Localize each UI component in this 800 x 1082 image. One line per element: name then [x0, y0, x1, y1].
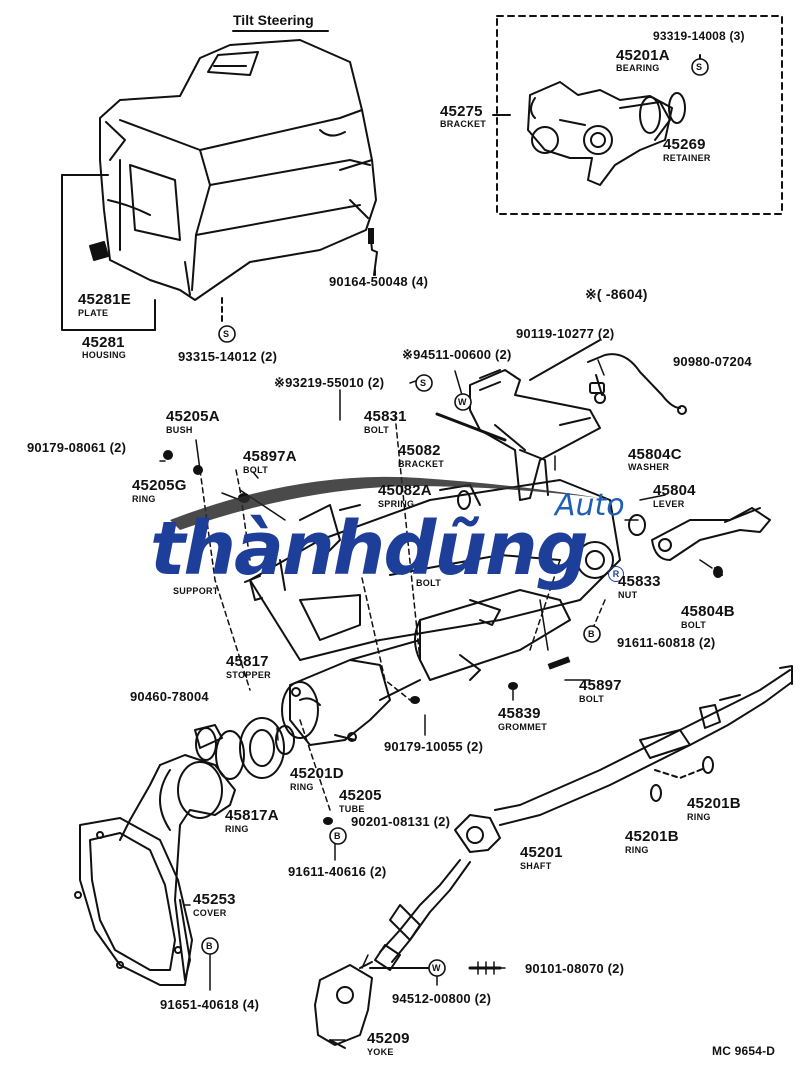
- label-90179a: 90179-08061 (2): [27, 440, 127, 455]
- label-90201: 90201-08131 (2): [351, 814, 451, 829]
- label-45205G: 45205G: [132, 477, 187, 494]
- date-note: ※( -8604): [585, 286, 648, 302]
- label-93315: 93315-14012 (2): [178, 349, 278, 364]
- caption-bearing: BEARING: [616, 63, 660, 73]
- label-45281E: 45281E: [78, 291, 131, 308]
- label-45082: 45082: [398, 442, 441, 459]
- caption-ring-45817A: RING: [225, 824, 249, 834]
- caption-ring-45205G: RING: [132, 494, 156, 504]
- label-90101: 90101-08070 (2): [525, 961, 625, 976]
- caption-spring: SPRING: [378, 499, 415, 509]
- label-45201D: 45201D: [290, 765, 344, 782]
- caption-stopper: STOPPER: [226, 670, 271, 680]
- footer-code: MC 9654-D: [712, 1044, 776, 1058]
- caption-bush: BUSH: [166, 425, 193, 435]
- label-94511: ※94511-00600 (2): [402, 347, 512, 362]
- marker-s-93319: S: [696, 62, 703, 72]
- watermark-accent: Auto: [555, 488, 625, 523]
- label-45831: 45831: [364, 408, 407, 425]
- inset-bracket: [527, 81, 686, 186]
- marker-b-91611a: B: [588, 629, 595, 639]
- watermark-brand: thànhdũng: [150, 506, 589, 592]
- label-45281: 45281: [82, 334, 125, 351]
- label-90460: 90460-78004: [130, 689, 209, 704]
- label-45804C: 45804C: [628, 446, 682, 463]
- label-45897A: 45897A: [243, 448, 297, 465]
- caption-lever: LEVER: [653, 499, 685, 509]
- caption-bracket-45082: BRACKET: [398, 459, 445, 469]
- caption-cover: COVER: [193, 908, 227, 918]
- caption-bolt-mid: BOLT: [416, 578, 442, 588]
- caption-retainer: RETAINER: [663, 153, 711, 163]
- caption-nut: NUT: [618, 590, 638, 600]
- housing-cover: [99, 39, 377, 301]
- label-90119: 90119-10277 (2): [516, 326, 615, 341]
- stopper-assembly: [194, 717, 295, 780]
- label-45817: 45817: [226, 653, 269, 670]
- caption-grommet: GROMMET: [498, 722, 548, 732]
- label-90164: 90164-50048 (4): [329, 274, 429, 289]
- label-45275: 45275: [440, 103, 483, 120]
- caption-bolt-45897: BOLT: [579, 694, 605, 704]
- label-45839: 45839: [498, 705, 541, 722]
- label-45269: 45269: [663, 136, 706, 153]
- caption-yoke: YOKE: [367, 1047, 394, 1057]
- inset-box: [496, 15, 783, 215]
- label-91651: 91651-40618 (4): [160, 997, 260, 1012]
- caption-bracket-45275: BRACKET: [440, 119, 487, 129]
- label-45833: 45833: [618, 573, 661, 590]
- label-45205: 45205: [339, 787, 382, 804]
- label-45201B-right: 45201B: [687, 795, 741, 812]
- marker-b-91611b: B: [334, 831, 341, 841]
- marker-s-93315: S: [223, 329, 230, 339]
- label-45082A: 45082A: [378, 482, 432, 499]
- boot-cover: [74, 754, 236, 986]
- caption-ring-45201D: RING: [290, 782, 314, 792]
- marker-b-91651: B: [206, 941, 213, 951]
- watermark-registered: R: [608, 566, 624, 582]
- label-45209: 45209: [367, 1030, 410, 1047]
- label-93219: ※93219-55010 (2): [274, 375, 385, 390]
- caption-ring-45201B-left: RING: [625, 845, 649, 855]
- lever-part: [651, 507, 771, 561]
- diagram-title: Tilt Steering: [233, 12, 314, 28]
- label-45201: 45201: [520, 844, 563, 861]
- caption-bolt-45897A: BOLT: [243, 465, 269, 475]
- label-45205A: 45205A: [166, 408, 220, 425]
- main-shaft: [494, 665, 793, 826]
- marker-w-94512: W: [432, 963, 441, 973]
- caption-bolt-45831: BOLT: [364, 425, 390, 435]
- label-45804B: 45804B: [681, 603, 735, 620]
- label-90980: 90980-07204: [673, 354, 752, 369]
- caption-shaft: SHAFT: [520, 861, 552, 871]
- label-91611a: 91611-60818 (2): [617, 635, 716, 650]
- label-90179b: 90179-10055 (2): [384, 739, 484, 754]
- label-93319: 93319-14008 (3): [653, 29, 745, 43]
- label-45201B-left: 45201B: [625, 828, 679, 845]
- label-45201A: 45201A: [616, 47, 670, 64]
- label-45897: 45897: [579, 677, 622, 694]
- intermediate-shaft: [374, 814, 501, 971]
- label-45817A: 45817A: [225, 807, 279, 824]
- caption-housing: HOUSING: [82, 350, 127, 360]
- caption-plate: PLATE: [78, 308, 109, 318]
- lower-tube: [281, 589, 571, 746]
- label-91611b: 91611-40616 (2): [288, 864, 387, 879]
- plate-shape: [89, 241, 109, 261]
- marker-s-93219: S: [420, 378, 427, 388]
- marker-w-94511: W: [458, 397, 467, 407]
- caption-bolt-45804B: BOLT: [681, 620, 707, 630]
- bolt-90164: [368, 228, 374, 244]
- label-94512: 94512-00800 (2): [392, 991, 492, 1006]
- caption-washer: WASHER: [628, 462, 670, 472]
- label-45253: 45253: [193, 891, 236, 908]
- column-tube: [249, 479, 621, 661]
- label-45804: 45804: [653, 482, 696, 499]
- caption-tube: TUBE: [339, 804, 365, 814]
- caption-support: SUPPORT: [173, 586, 219, 596]
- caption-ring-45201B-right: RING: [687, 812, 711, 822]
